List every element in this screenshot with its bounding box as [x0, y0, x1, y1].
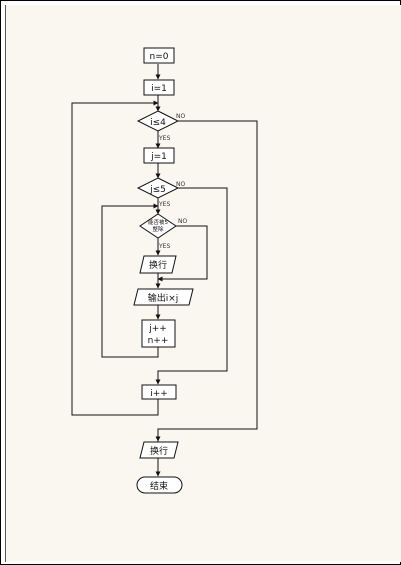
flowchart-edges [71, 64, 258, 458]
edge-condi-no [155, 120, 258, 442]
node-newline-inner: 换行 [139, 255, 177, 274]
label-div-no: NO [178, 218, 187, 225]
edge-condj-no [155, 187, 228, 385]
node-init-i-label: i=1 [151, 84, 167, 94]
node-inc-n-label: n++ [148, 336, 169, 346]
node-cond-i: i≤4 [136, 110, 180, 132]
node-cond-i-label: i≤4 [150, 118, 166, 128]
node-inc-jn: j++ n++ [141, 319, 176, 348]
node-print-label: 输出i×j [148, 292, 179, 304]
node-init-j-label: j=1 [150, 152, 167, 162]
edge-inner-loop-back [101, 203, 159, 358]
node-cond-div-label-line1: 能否被5 [148, 218, 169, 226]
label-div-yes: YES [158, 243, 170, 250]
node-init-n: n=0 [143, 47, 175, 64]
label-condi-no: NO [176, 113, 185, 120]
node-newline-outer-label: 换行 [150, 445, 168, 457]
flowchart-canvas: n=0 i=1 i≤4 j=1 j≤5 能否被5 整除 [5, 5, 401, 562]
label-condj-no: NO [176, 181, 185, 188]
node-end: 结束 [136, 476, 183, 494]
node-newline-outer: 换行 [139, 441, 179, 459]
node-cond-j-label: j≤5 [149, 185, 166, 195]
flowchart-diagram: n=0 i=1 i≤4 j=1 j≤5 能否被5 整除 [71, 47, 258, 494]
node-init-j: j=1 [143, 147, 175, 164]
node-init-n-label: n=0 [150, 52, 169, 62]
node-newline-inner-label: 换行 [149, 259, 167, 271]
node-print: 输出i×j [133, 288, 194, 306]
label-condj-yes: YES [158, 201, 170, 208]
node-cond-div: 能否被5 整除 [139, 213, 177, 239]
node-cond-j: j≤5 [136, 177, 180, 199]
node-cond-div-label-line2: 整除 [152, 225, 164, 233]
node-inc-i-label: i++ [150, 389, 168, 399]
label-condi-yes: YES [158, 135, 170, 142]
edge-div-no [157, 225, 208, 282]
node-init-i: i=1 [143, 79, 175, 96]
node-end-label: 结束 [150, 480, 168, 492]
edge-outer-loop-back [71, 100, 159, 416]
node-inc-i: i++ [141, 384, 177, 400]
node-inc-j-label: j++ [148, 324, 167, 334]
